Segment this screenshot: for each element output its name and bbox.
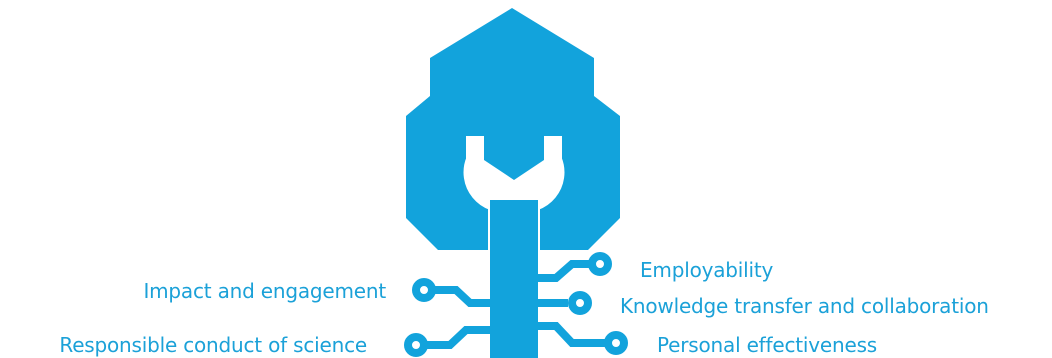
label-responsible-conduct: Responsible conduct of science — [59, 333, 367, 357]
circuit-branches — [424, 260, 606, 349]
branch-personal — [538, 322, 606, 347]
node-employability — [588, 252, 612, 276]
label-impact-and-engagement: Impact and engagement — [143, 279, 386, 303]
node-personal — [604, 331, 628, 355]
label-personal-effectiveness: Personal effectiveness — [657, 333, 878, 357]
branch-conduct — [424, 326, 490, 349]
trunk-shape — [490, 200, 538, 358]
node-conduct — [404, 333, 428, 357]
node-impact — [412, 278, 436, 302]
branch-impact — [430, 286, 490, 307]
tree-crown-shape — [406, 8, 620, 250]
circuit-nodes — [404, 252, 628, 357]
label-knowledge-transfer: Knowledge transfer and collaboration — [620, 294, 989, 318]
node-knowledge — [568, 291, 592, 315]
branch-employability — [538, 260, 592, 282]
label-employability: Employability — [640, 258, 774, 282]
